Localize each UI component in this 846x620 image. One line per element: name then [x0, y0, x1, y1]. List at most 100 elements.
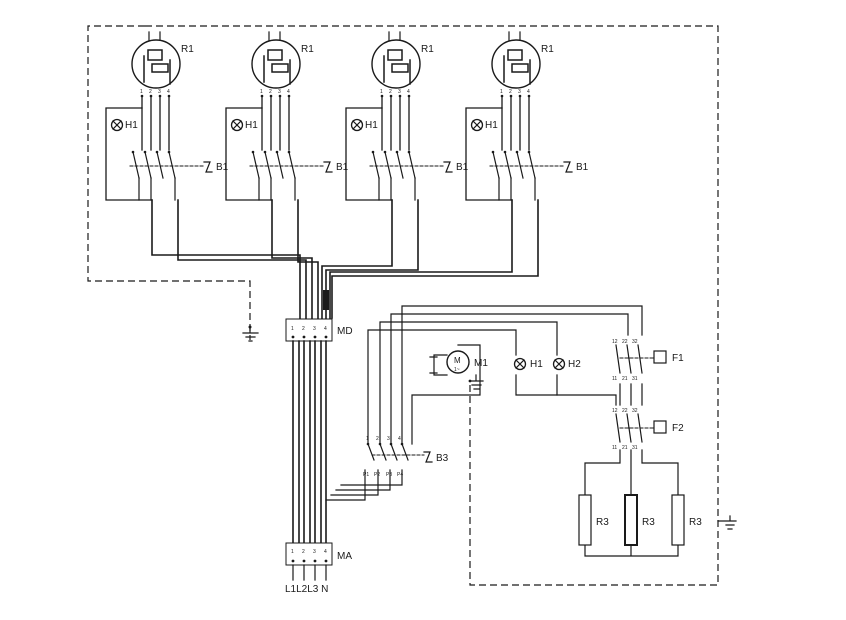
b3-pin-p4: P4 — [397, 472, 403, 478]
svg-text:11: 11 — [612, 376, 617, 382]
resistor-icon — [578, 494, 592, 546]
svg-text:21: 21 — [622, 445, 628, 451]
oven-feed-wires — [325, 469, 403, 501]
svg-text:11: 11 — [612, 445, 617, 451]
switch-label: B1 — [216, 162, 229, 173]
svg-text:2: 2 — [509, 89, 512, 95]
regulator-label: R1 — [541, 44, 554, 55]
motor-sub: 1~ — [454, 367, 460, 373]
svg-text:3: 3 — [387, 436, 390, 442]
oven-lamp-h2: H2 — [552, 357, 581, 371]
switch-icon — [203, 161, 213, 173]
ma-pin-3: 3 — [313, 549, 316, 555]
switch-icon — [563, 161, 573, 173]
motor-symbol: M — [454, 356, 461, 365]
regulator-label: R1 — [181, 44, 194, 55]
svg-text:3: 3 — [398, 89, 401, 95]
svg-text:2: 2 — [389, 89, 392, 95]
ma-pin-4: 4 — [324, 549, 327, 555]
switch-label: B1 — [576, 162, 589, 173]
terminal-block-md: 1 2 3 4 MD — [285, 318, 353, 342]
motor-m1: M 1~ M1 — [429, 350, 488, 390]
md-pin-1: 1 — [291, 326, 294, 332]
oven-lamp-h1: H1 — [513, 357, 543, 371]
svg-text:4: 4 — [287, 89, 290, 95]
svg-text:1: 1 — [260, 89, 263, 95]
ma-pin-2: 2 — [302, 549, 305, 555]
svg-text:1: 1 — [500, 89, 503, 95]
resistor-1-label: R3 — [596, 517, 609, 528]
resistor-bank: R3 R3 R3 — [578, 449, 702, 557]
svg-text:21: 21 — [622, 376, 628, 382]
resistor-r3-1: R3 — [578, 494, 609, 546]
svg-text:2: 2 — [149, 89, 152, 95]
svg-text:2: 2 — [376, 436, 379, 442]
enclosure-outline — [87, 25, 719, 586]
regulator-label: R1 — [421, 44, 434, 55]
switch-icon — [443, 161, 453, 173]
ground-icon — [242, 325, 259, 342]
oven-lamp-h2-label: H2 — [568, 359, 581, 370]
fuse-f1-label: F1 — [672, 353, 684, 364]
md-label: MD — [337, 326, 353, 337]
lamp-label: H1 — [485, 120, 498, 131]
ground-icon — [717, 515, 737, 530]
main-bus — [292, 340, 327, 544]
fuse-icon — [653, 350, 667, 364]
lamp-icon — [110, 118, 124, 132]
svg-text:4: 4 — [527, 89, 530, 95]
lamp-icon — [513, 357, 527, 371]
switch-label: B1 — [456, 162, 469, 173]
trunk-clamp-icon — [323, 290, 329, 310]
b3-pin-p3: P3 — [386, 472, 392, 478]
motor-icon — [446, 350, 470, 374]
svg-text:31: 31 — [632, 445, 638, 451]
regulator-icon — [491, 31, 541, 89]
svg-text:12: 12 — [612, 339, 618, 345]
regulator-icon — [131, 31, 181, 89]
svg-text:1: 1 — [380, 89, 383, 95]
svg-text:31: 31 — [632, 376, 638, 382]
svg-text:4: 4 — [398, 436, 401, 442]
regulator-icon — [371, 31, 421, 89]
svg-text:3: 3 — [518, 89, 521, 95]
resistor-icon — [624, 494, 638, 546]
resistor-r3-2: R3 — [624, 494, 655, 546]
regulator-label: R1 — [301, 44, 314, 55]
b3-label: B3 — [436, 453, 449, 464]
lamp-icon — [350, 118, 364, 132]
md-pin-3: 3 — [313, 326, 316, 332]
ground-icon — [468, 374, 484, 390]
resistor-3-label: R3 — [689, 517, 702, 528]
svg-text:2: 2 — [269, 89, 272, 95]
svg-text:3: 3 — [158, 89, 161, 95]
svg-text:22: 22 — [622, 408, 628, 414]
resistor-icon — [671, 494, 685, 546]
lamp-label: H1 — [365, 120, 378, 131]
svg-text:4: 4 — [167, 89, 170, 95]
switch-b3-icon — [423, 451, 433, 463]
svg-text:3: 3 — [278, 89, 281, 95]
svg-text:4: 4 — [407, 89, 410, 95]
fuse-icon — [653, 420, 667, 434]
lamp-icon — [470, 118, 484, 132]
supply-labels: L1L2L3 N — [285, 584, 328, 595]
svg-text:32: 32 — [632, 408, 638, 414]
lamp-icon — [230, 118, 244, 132]
lamp-label: H1 — [125, 120, 138, 131]
md-pin-2: 2 — [302, 326, 305, 332]
lamp-label: H1 — [245, 120, 258, 131]
switch-label: B1 — [336, 162, 349, 173]
md-pin-4: 4 — [324, 326, 327, 332]
ma-pin-1: 1 — [291, 549, 294, 555]
switch-icon — [323, 161, 333, 173]
